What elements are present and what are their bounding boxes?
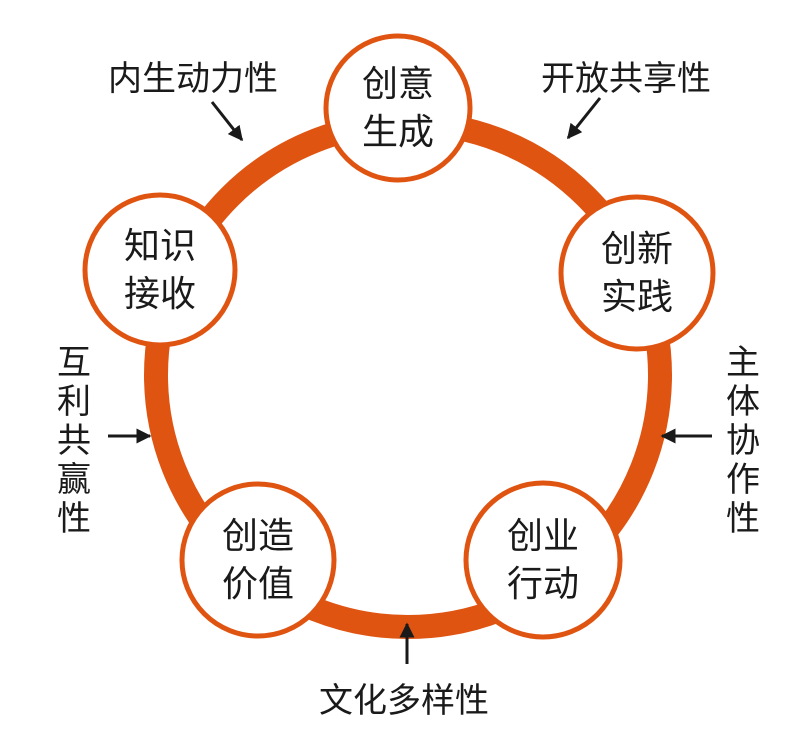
label-char: 性 <box>57 499 91 539</box>
label-char: 共 <box>57 421 91 461</box>
node-circle <box>558 194 716 352</box>
node-line-2: 实践 <box>601 277 673 318</box>
label-neisheng: 内生动力性 <box>108 59 278 99</box>
label-char: 协 <box>726 421 760 461</box>
node-circle <box>463 480 623 640</box>
node-chuangxin: 创新 实践 <box>558 194 716 352</box>
label-char: 主 <box>726 343 760 383</box>
node-line-1: 创意 <box>362 64 434 105</box>
node-chuangzao: 创造 价值 <box>179 481 337 639</box>
label-kaifang: 开放共享性 <box>541 59 711 99</box>
node-line-2: 生成 <box>362 112 434 153</box>
node-line-1: 创业 <box>507 516 579 557</box>
node-circle <box>323 33 473 183</box>
label-char: 性 <box>726 499 760 539</box>
label-wenhua: 文化多样性 <box>319 681 489 721</box>
arrow-kaifang <box>566 97 602 140</box>
node-line-2: 价值 <box>222 564 294 605</box>
node-line-2: 接收 <box>124 274 196 315</box>
node-circle <box>82 192 238 348</box>
node-line-2: 行动 <box>507 564 579 605</box>
node-line-1: 创造 <box>222 516 294 557</box>
node-line-1: 创新 <box>601 229 673 270</box>
label-char: 作 <box>726 460 760 500</box>
label-char: 体 <box>726 382 760 422</box>
node-chuangyi: 创意 生成 <box>323 33 473 183</box>
node-zhishi: 知识 接收 <box>82 192 238 348</box>
arrow-neisheng <box>210 101 244 142</box>
node-chuangye: 创业 行动 <box>463 480 623 640</box>
label-char: 利 <box>57 382 91 422</box>
node-line-1: 知识 <box>124 226 196 267</box>
label-char: 赢 <box>57 460 91 500</box>
node-circle <box>179 481 337 639</box>
label-char: 互 <box>57 343 91 383</box>
